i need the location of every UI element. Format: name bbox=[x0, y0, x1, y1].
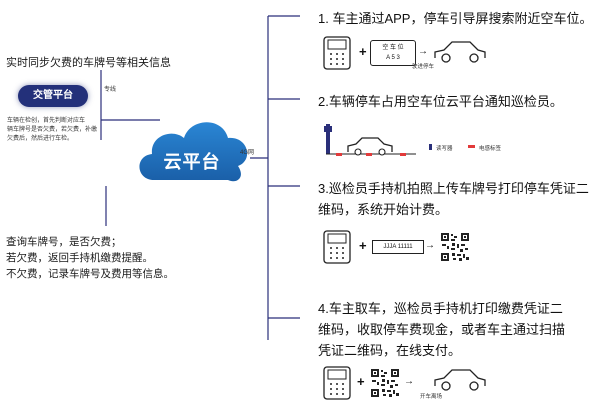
arrow-icon: → bbox=[418, 46, 428, 57]
plus-icon-2: + bbox=[359, 238, 367, 253]
step-3-title: 3.巡检员手持机拍照上传车牌号打印停车凭证二 维码，系统开始计费。 bbox=[318, 181, 589, 217]
step-2-title: 2.车辆停车占用空车位云平台通知巡检员。 bbox=[318, 94, 563, 109]
handheld-icon bbox=[323, 36, 351, 70]
cloud-label: 云平台 bbox=[163, 152, 221, 172]
handheld-icon-2 bbox=[323, 230, 351, 264]
car-icon-2 bbox=[434, 369, 486, 391]
step-4-title: 4.车主取车，巡检员手持机打印缴费凭证二 维码，收取停车费现金，或者车主通过扫描… bbox=[318, 301, 566, 358]
license-plate: JJJA 11111 bbox=[372, 240, 424, 254]
cloud-icon bbox=[139, 122, 248, 182]
step-1-caption: 驶进停车 bbox=[412, 64, 435, 70]
arrow-icon-2: → bbox=[425, 240, 435, 251]
step-4-caption: 开车离场 bbox=[420, 394, 443, 400]
plus-icon-3: + bbox=[357, 374, 365, 389]
car-icon bbox=[434, 41, 486, 63]
network-label: 4G网 bbox=[240, 150, 255, 156]
legend-tag: 电感标签 bbox=[479, 146, 502, 152]
sync-note: 实时同步欠费的车牌号等相关信息 bbox=[6, 57, 171, 69]
query-note: 查询车牌号，是否欠费； 若欠费，返回手持机缴费提醒。 不欠费，记录车牌号及费用等… bbox=[6, 236, 174, 280]
jgpt-desc: 车辆在检创，首先判断对应车 辆车牌号是否欠费，若欠费，补缴 欠费后，然后进行车检… bbox=[7, 118, 98, 142]
tag-legend-icon bbox=[468, 145, 475, 148]
jgpt-pill: 交管平台 bbox=[18, 85, 88, 107]
reader-legend-icon bbox=[429, 144, 432, 150]
parking-sensor-illustration bbox=[324, 124, 416, 156]
guide-screen: 空 车 位 A 5 3 bbox=[370, 40, 416, 66]
step-1-title: 1. 车主通过APP，停车引导屏搜索附近空车位。 bbox=[318, 11, 593, 26]
qr-code-icon-2 bbox=[370, 368, 400, 398]
arrow-icon-3: → bbox=[404, 376, 414, 387]
plus-icon: + bbox=[359, 44, 367, 59]
legend-reader: 读写器 bbox=[436, 146, 453, 152]
handheld-icon-3 bbox=[323, 366, 351, 400]
qr-code-icon bbox=[440, 232, 470, 262]
link-label: 专线 bbox=[104, 87, 117, 93]
